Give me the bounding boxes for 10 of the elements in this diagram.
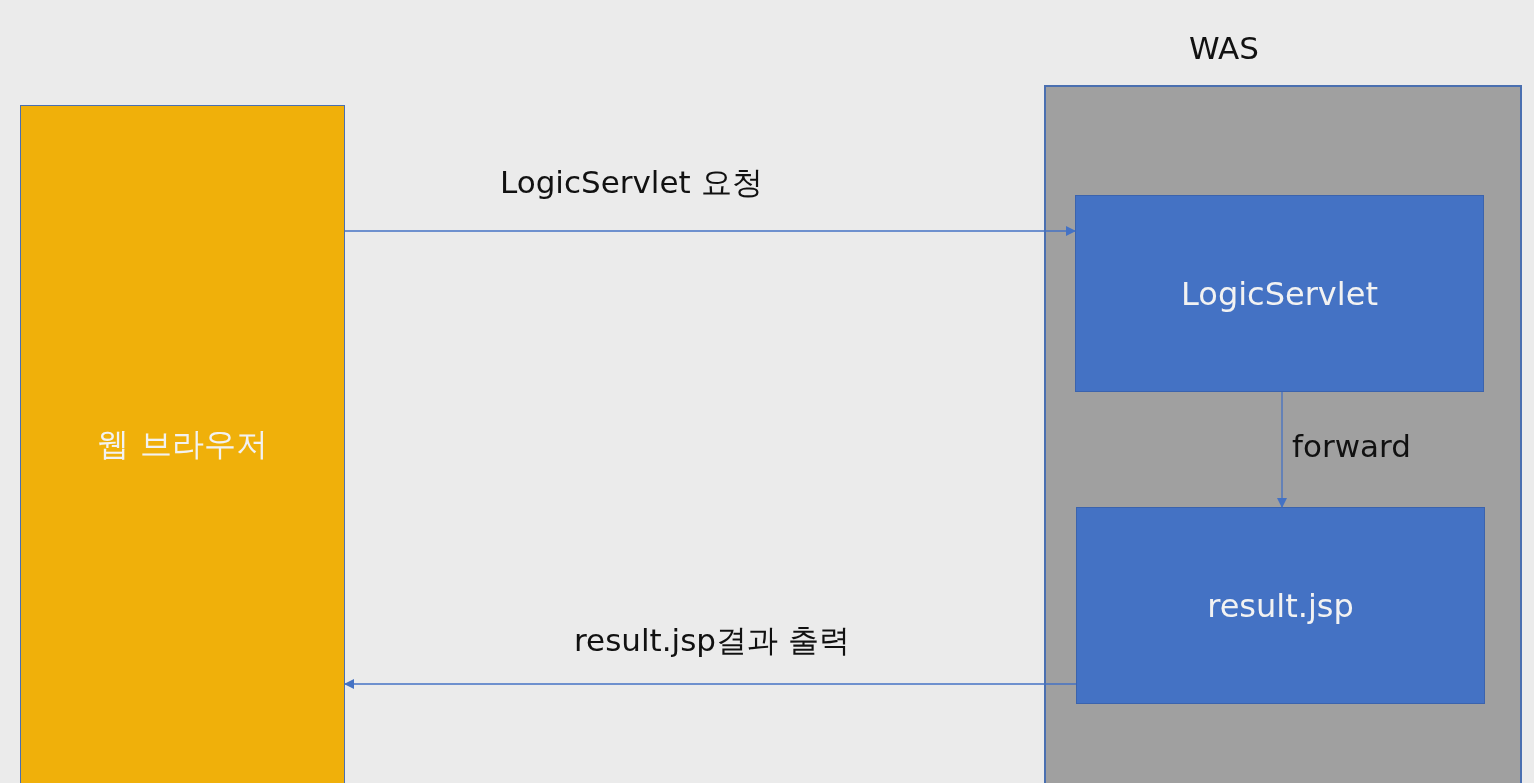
edge-label: LogicServlet 요청: [500, 163, 763, 202]
process-box: LogicServlet: [1075, 195, 1484, 392]
browser-box: 웹 브라우저: [20, 105, 345, 783]
arrow: [344, 226, 1076, 236]
arrow: [344, 679, 1077, 689]
arrow: [1277, 391, 1287, 508]
edge-label: result.jsp결과 출력: [574, 621, 850, 660]
heading: WAS: [1189, 30, 1259, 66]
process-box: result.jsp: [1076, 507, 1485, 704]
edge-label: forward: [1292, 428, 1411, 464]
